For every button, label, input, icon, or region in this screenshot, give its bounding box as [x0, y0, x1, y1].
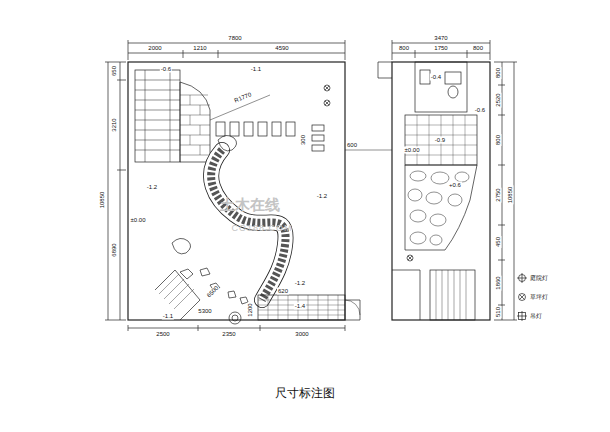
dimension-label: 800 — [495, 67, 502, 79]
dimension-label: 4590 — [274, 45, 289, 52]
dimension-label: 6890 — [111, 242, 118, 257]
dimension-label: 800 — [472, 45, 484, 52]
dimension-label: -1.2 — [316, 193, 328, 200]
dimension-label: 3210 — [111, 117, 118, 132]
dimension-label: -0.6 — [160, 66, 172, 73]
dimension-label: 2520 — [495, 92, 502, 107]
dimension-label: R1770 — [233, 91, 254, 105]
dimension-label: 1210 — [192, 45, 207, 52]
watermark: CO188.COM — [230, 223, 293, 233]
dimension-label: 2750 — [495, 187, 502, 202]
dimension-label: 1750 — [433, 45, 448, 52]
dimension-label: 510 — [495, 306, 502, 318]
dimension-label: 10850 — [99, 191, 106, 210]
dimension-label: -1.2 — [146, 184, 158, 191]
dimension-label: -1.1 — [162, 313, 174, 320]
dimension-label: ±0.00 — [130, 217, 147, 224]
dimension-label: ±0.00 — [404, 147, 421, 154]
dimension-label: -1.1 — [250, 66, 262, 73]
dimension-label: 800 — [398, 45, 410, 52]
legend-text: 庭院灯 — [530, 275, 548, 282]
dimension-label: 1200 — [247, 302, 254, 317]
dimension-label: 650 — [111, 65, 118, 77]
dimension-label: 2500 — [155, 331, 170, 338]
dimension-label: 6500 — [205, 284, 221, 300]
dimension-label: +0.6 — [448, 182, 462, 189]
dimension-label: -0.9 — [434, 137, 446, 144]
dimension-label: -0.6 — [474, 107, 486, 114]
dimension-label: 10850 — [507, 186, 514, 205]
dimension-label: 600 — [346, 142, 358, 149]
dimension-label: 620 — [277, 288, 289, 295]
legend-text: 草坪灯 — [530, 294, 548, 301]
dimension-label: 7800 — [227, 35, 242, 42]
dimension-label: 3000 — [294, 331, 309, 338]
dimension-label: 5300 — [197, 308, 212, 315]
dimension-label: 450 — [495, 236, 502, 248]
dimension-label: 800 — [495, 134, 502, 146]
dimension-label: 2000 — [147, 45, 162, 52]
dimension-label: -0.4 — [430, 74, 442, 81]
dimension-label: 2350 — [221, 331, 236, 338]
dimension-label: -1.2 — [294, 280, 306, 287]
dimension-label: -1.4 — [294, 303, 306, 310]
dimension-label: 300 — [300, 134, 307, 146]
dimension-label: 3470 — [433, 35, 448, 42]
legend-text: 吊灯 — [530, 313, 542, 320]
dimension-label: 1860 — [495, 275, 502, 290]
watermark: 土木在线 — [219, 197, 281, 213]
drawing-caption: 尺寸标注图 — [275, 386, 335, 400]
